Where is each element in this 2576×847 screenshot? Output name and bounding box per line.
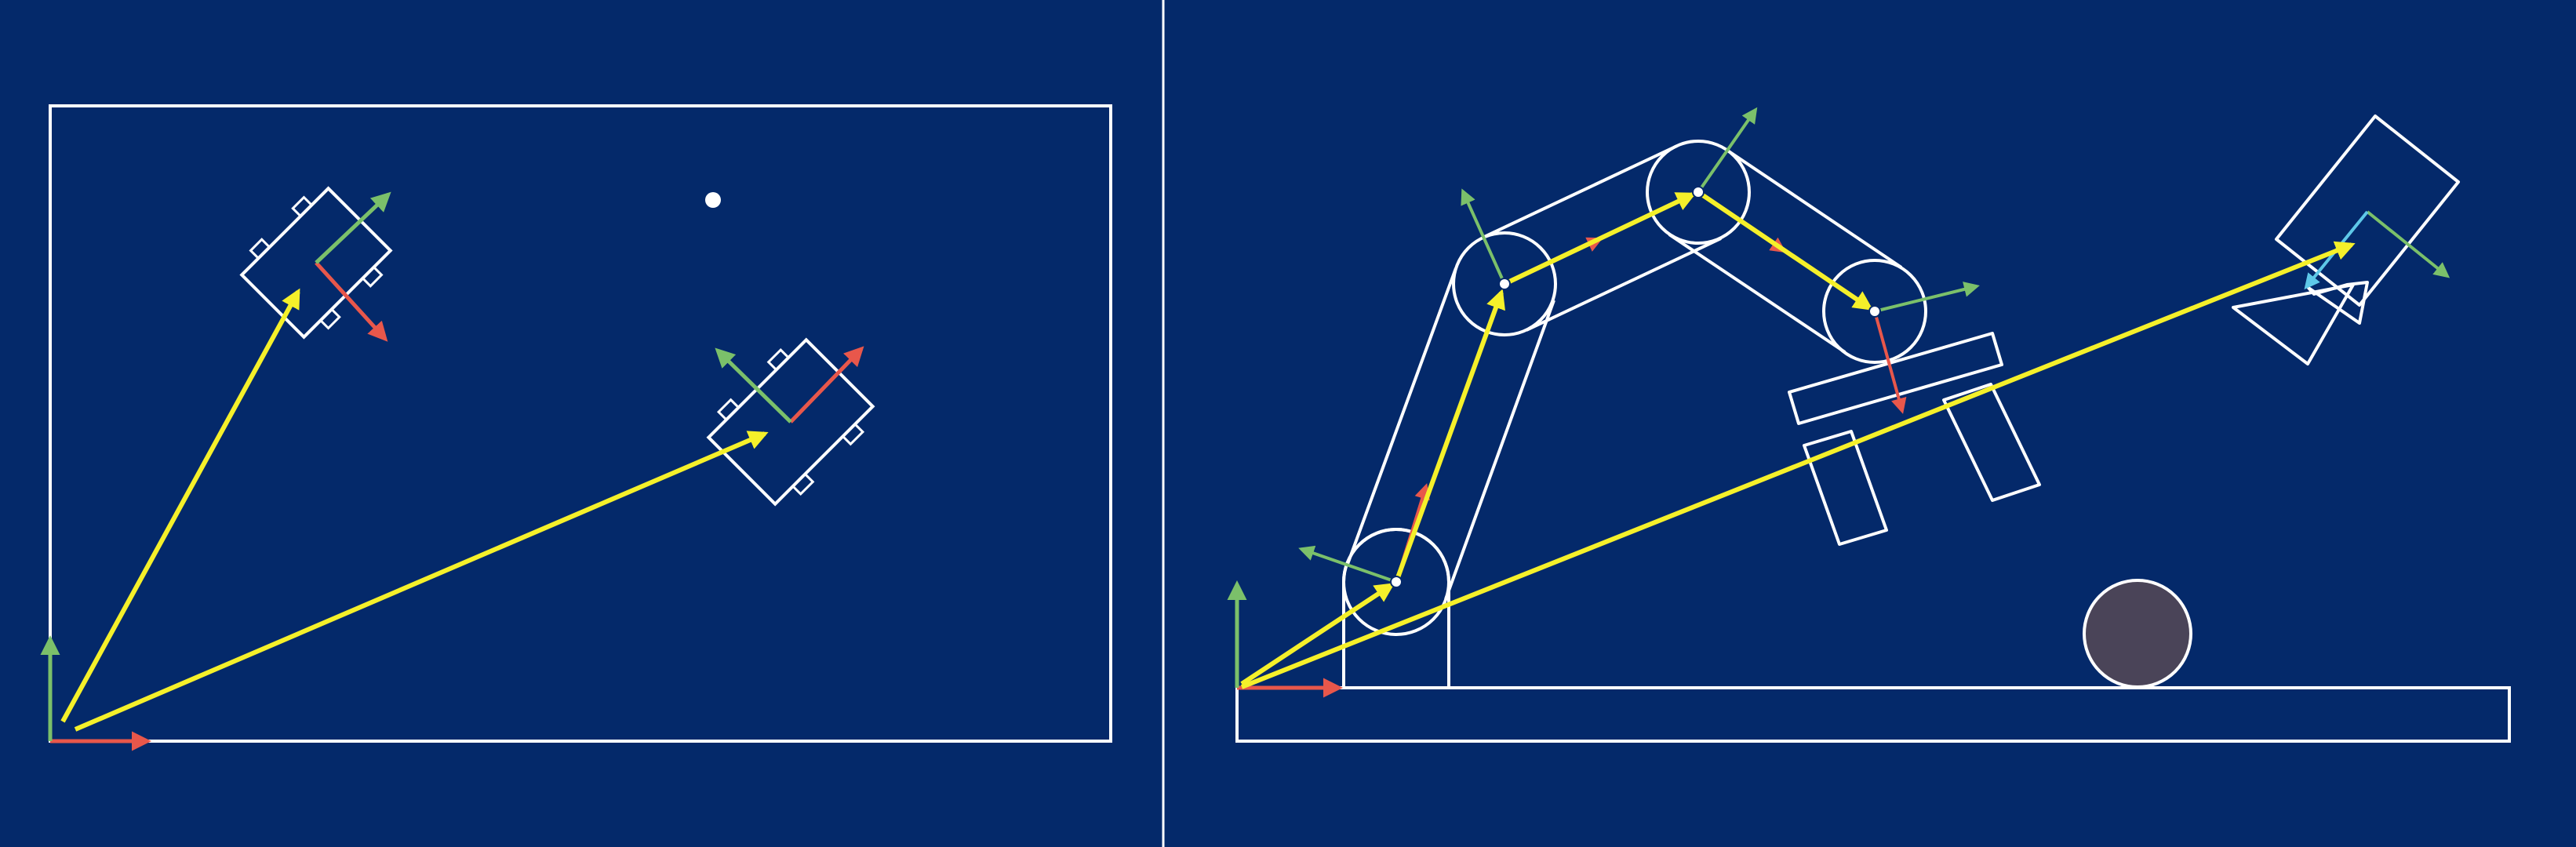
joint-4-y-axis-arrow	[1874, 282, 1980, 313]
robot-1-wheel	[249, 238, 271, 260]
camera-lens-cone	[2232, 283, 2355, 365]
robot-arm	[1342, 140, 2041, 688]
joint-1-ring	[1342, 528, 1450, 636]
robot-1-y-axis-arrow	[315, 191, 391, 264]
camera-x-axis-arrow	[2366, 210, 2450, 278]
joint-4-x-axis-arrow	[1873, 311, 1907, 414]
arm-link-2	[1482, 144, 1722, 332]
landmark-dot	[705, 192, 721, 208]
robot-1-wheel	[318, 307, 341, 330]
robot-1-wheel	[361, 265, 384, 288]
ground-base	[1235, 686, 2511, 743]
arena-boundary	[49, 104, 1112, 743]
robot-1-wheel	[291, 195, 314, 218]
gripper-finger-right	[1942, 383, 2041, 502]
arm-link-1	[1345, 267, 1555, 600]
robot-2-wheel	[841, 422, 865, 446]
robot-2-wheel	[766, 347, 791, 372]
joint-1-y-axis-arrow	[1298, 545, 1397, 583]
joint-4-center	[1868, 305, 1881, 318]
world-frame	[40, 635, 151, 751]
joint-3-y-axis-arrow	[1697, 107, 1758, 194]
ball-obstacle	[2083, 579, 2192, 689]
joint-2-ring	[1452, 231, 1557, 336]
right-panel	[1227, 107, 2511, 743]
joint-3-ring	[1646, 140, 1751, 245]
joint-2-center	[1498, 278, 1511, 290]
joint-3-center	[1692, 186, 1705, 198]
robot-2-x-axis-arrow	[789, 346, 864, 424]
chain-vector-base-to-camera	[1240, 241, 2356, 689]
joint-2-y-axis-arrow	[1461, 188, 1506, 285]
robot-1-position-vector	[60, 288, 300, 723]
arm-world-frame	[1227, 580, 1343, 698]
chain-vector-joint-2-to-joint-3	[1503, 192, 1697, 286]
chain-vector-joint-3-to-joint-4	[1697, 190, 1874, 311]
camera-body	[2275, 115, 2460, 307]
robot-2-wheel	[791, 472, 815, 496]
joint-1-center	[1390, 576, 1403, 588]
robot-2-wheel	[716, 398, 740, 422]
left-panel	[40, 104, 1112, 751]
chain-vector-base-to-joint-1	[1240, 583, 1395, 686]
gripper-finger-left	[1803, 430, 1888, 546]
robot-2-position-vector	[74, 431, 769, 732]
gripper-palm	[1788, 332, 2003, 425]
robot-1-x-axis-arrow	[315, 261, 388, 342]
arm-link-3	[1668, 148, 1903, 354]
chain-vector-joint-1-to-joint-2	[1394, 289, 1505, 583]
joint-4-ring	[1822, 259, 1927, 364]
robot-2-y-axis-arrow	[715, 347, 792, 424]
